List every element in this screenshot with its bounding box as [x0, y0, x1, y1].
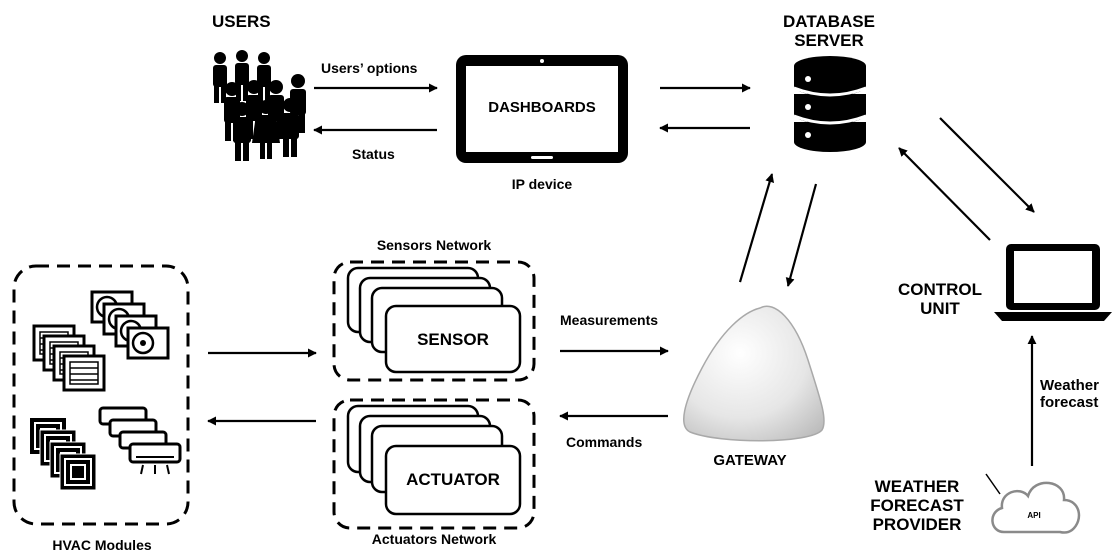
gateway-label: GATEWAY	[713, 452, 787, 469]
gateway-to-database-arrow	[738, 173, 775, 283]
actuators-network-label: Actuators Network	[371, 531, 497, 547]
users-options-label: Users’ options	[321, 60, 418, 76]
sensor-label: SENSOR	[417, 330, 489, 349]
users-icon	[213, 50, 306, 161]
database-to-control-unit-arrow	[939, 117, 1035, 213]
sensors-network-box	[332, 260, 536, 382]
gateway-icon	[683, 305, 825, 442]
sensors-network-label: Sensors Network	[376, 237, 492, 253]
ip-device-label: IP device	[511, 176, 573, 192]
hvac-air-handler-icon	[32, 324, 106, 392]
weather-forecast-label: Weather forecast	[1040, 377, 1099, 411]
database-server-icon	[793, 56, 867, 152]
hvac-ceiling-cassette-icon	[30, 418, 97, 491]
actuators-network-box	[332, 398, 536, 530]
hvac-wall-split-icon	[98, 406, 182, 475]
hvac-modules-box	[12, 264, 190, 526]
database-server-label: DATABASE SERVER	[783, 12, 875, 51]
actuator-stack	[346, 404, 522, 516]
api-label: API	[1027, 511, 1041, 520]
actuator-label: ACTUATOR	[406, 470, 500, 489]
dashboards-label: DASHBOARDS	[488, 99, 596, 116]
control-unit-laptop-icon	[994, 244, 1112, 321]
users-label: USERS	[212, 12, 271, 31]
hvac-modules-label: HVAC Modules	[52, 537, 152, 553]
weather-forecast-provider-label: WEATHER FORECAST PROVIDER	[870, 477, 964, 535]
status-label: Status	[352, 146, 395, 162]
cloud-api-icon	[991, 481, 1081, 534]
database-to-gateway-arrow	[785, 183, 818, 287]
hvac-outdoor-unit-icon	[90, 290, 170, 360]
sensor-stack	[346, 266, 522, 374]
provider-link-line	[985, 473, 1001, 495]
control-unit-to-database-arrow	[898, 147, 991, 241]
commands-label: Commands	[566, 434, 643, 450]
measurements-label: Measurements	[560, 312, 659, 328]
control-unit-label: CONTROL UNIT	[897, 280, 983, 319]
dashboard-tablet-icon	[456, 55, 628, 163]
